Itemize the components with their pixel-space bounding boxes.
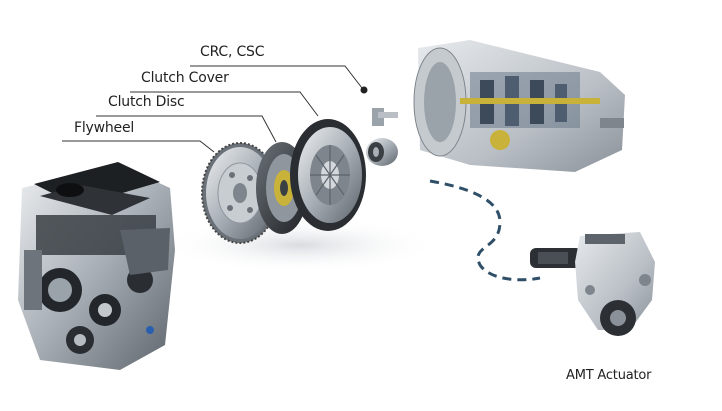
leader-lines: [62, 65, 368, 153]
leader-line-flywheel: [62, 140, 215, 153]
label-clutch-disc: Clutch Disc: [108, 94, 185, 110]
label-amt-actuator: AMT Actuator: [566, 368, 652, 383]
engine-image: [18, 162, 175, 370]
label-crc-csc: CRC, CSC: [200, 44, 265, 60]
clutch-cover-image: [290, 119, 366, 231]
leader-line-clutch-cover: [130, 91, 319, 117]
label-clutch-cover: Clutch Cover: [141, 70, 229, 86]
label-flywheel: Flywheel: [74, 120, 135, 136]
transmission-image: [413, 40, 625, 172]
floor-shadow: [160, 217, 440, 273]
amt-actuator-image: [530, 232, 655, 336]
leader-line-crc-csc: [190, 65, 363, 89]
leader-dot-crc-csc: [360, 86, 368, 94]
leader-line-clutch-disc: [96, 115, 277, 143]
crc-csc-image: [366, 108, 398, 166]
actuator-connection-path: [429, 179, 541, 282]
